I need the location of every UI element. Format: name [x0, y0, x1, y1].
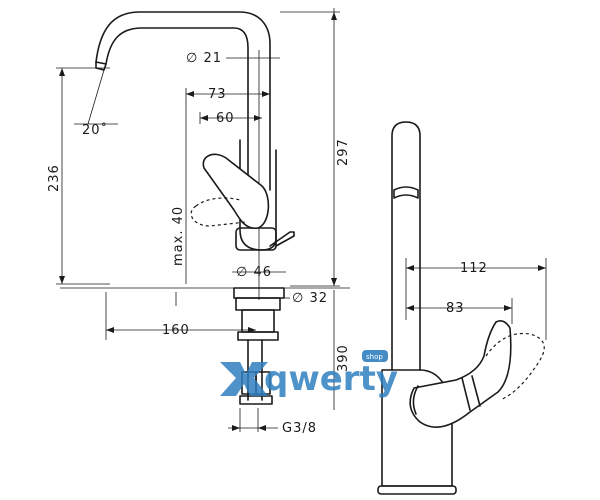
side-arc — [412, 385, 419, 415]
dim-297: 297 — [336, 138, 351, 166]
dim-160: 160 — [162, 323, 190, 338]
spout-tip — [95, 61, 107, 71]
dim-thread: G3/8 — [282, 421, 317, 436]
watermark-x-icon — [220, 362, 268, 396]
front-dimensions — [56, 8, 340, 432]
dim-hole-diameter: ∅ 32 — [292, 291, 328, 306]
dim-pipe-diameter: ∅ 21 — [186, 51, 222, 66]
side-lever — [409, 320, 512, 428]
fixing-rod — [241, 309, 275, 333]
arrowheads — [59, 12, 546, 431]
spout-outline — [95, 11, 271, 191]
watermark-logo: qwerty shop — [220, 350, 398, 399]
dim-390: 390 — [336, 344, 351, 372]
dim-236: 236 — [47, 164, 62, 192]
watermark-badge-bg — [362, 350, 388, 362]
fixing-nut — [235, 297, 281, 311]
dim-83: 83 — [446, 301, 465, 316]
fixing-washer — [237, 331, 279, 341]
side-spout-tip — [393, 186, 419, 199]
pull-rod — [269, 231, 295, 247]
dim-base-diameter: ∅ 46 — [236, 265, 272, 280]
side-view — [377, 121, 547, 495]
dim-angle: 20˚ — [82, 122, 108, 138]
watermark-text: qwerty — [264, 359, 398, 399]
dimension-labels: ∅ 21 73 60 20˚ 297 236 max. 40 ∅ 46 ∅ 32… — [47, 51, 488, 436]
dim-max40: max. 40 — [171, 206, 186, 266]
side-base — [377, 485, 457, 495]
side-lever-detail — [461, 375, 481, 411]
dim-60: 60 — [216, 111, 235, 126]
dim-73: 73 — [208, 87, 227, 102]
side-spout — [391, 121, 421, 371]
watermark-badge: shop — [366, 353, 383, 361]
lever-handle — [202, 153, 270, 230]
spout-inner — [105, 27, 249, 191]
dim-112: 112 — [460, 261, 488, 276]
